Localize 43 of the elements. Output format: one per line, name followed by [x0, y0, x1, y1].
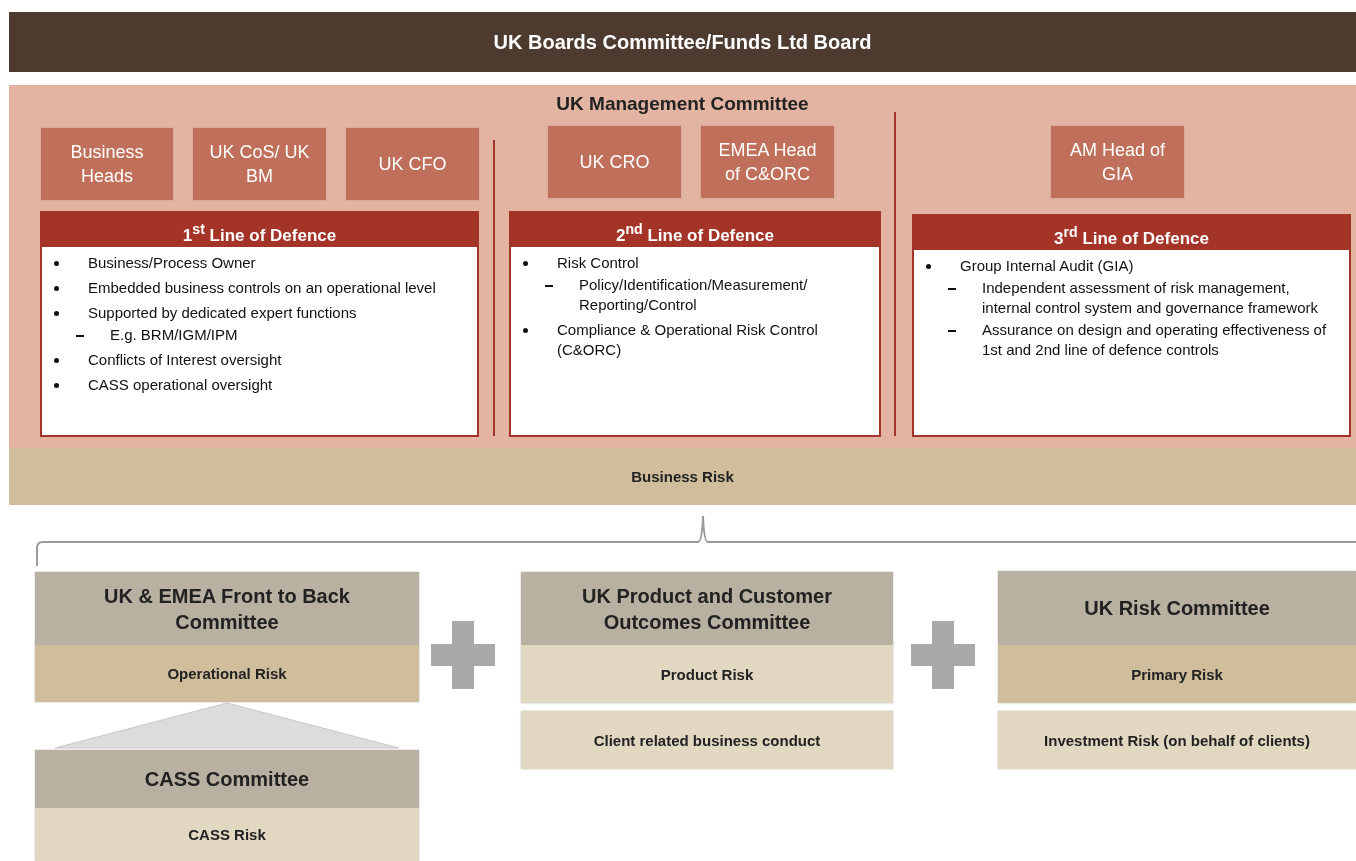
role-box: UK CFO	[346, 128, 479, 200]
committee-heading: UK & EMEA Front to Back Committee	[35, 572, 419, 645]
header-bar: UK Boards Committee/Funds Ltd Board	[9, 12, 1356, 72]
panel-heading: 2$^{nd}$ Line of Defence	[509, 211, 881, 247]
list-item: Embedded business controls on an operational level	[50, 278, 477, 298]
risk-label: Primary Risk	[1130, 664, 1224, 685]
panel-heading: 1$^{st}$ Line of Defence	[40, 211, 479, 247]
role-box: EMEA Head of C&ORC	[701, 126, 834, 198]
list-item: Risk Control	[519, 253, 879, 273]
role-box: UK CRO	[548, 126, 681, 198]
risk-label-box: Investment Risk (on behalf of clients)	[998, 711, 1356, 769]
list-item: Independent assessment of risk management, internal control system and governance framework	[944, 278, 1349, 318]
committee-card	[521, 572, 893, 703]
role-box: AM Head of GIA	[1051, 126, 1184, 198]
defence-panel	[509, 211, 881, 437]
committee-heading: UK Risk Committee	[998, 571, 1356, 645]
list-item: Policy/Identification/Measurement/ Reporting/Control	[541, 275, 879, 315]
risk-label: Product Risk	[659, 664, 755, 685]
committee-card	[998, 571, 1356, 703]
committee-heading: UK Product and Customer Outcomes Committee	[521, 572, 893, 645]
risk-band: Business Risk	[9, 448, 1356, 505]
committee-heading: CASS Committee	[35, 750, 419, 808]
chevron-arrow	[54, 702, 400, 749]
list-item: Business/Process Owner	[50, 253, 477, 273]
list-item: E.g. BRM/IGM/IPM	[72, 325, 477, 345]
list-item: Supported by dedicated expert functions	[50, 303, 477, 323]
committee-card	[35, 750, 419, 861]
list-item: Assurance on design and operating effectiveness of 1st and 2nd line of defence controls	[944, 320, 1349, 360]
risk-label: CASS Risk	[187, 825, 267, 845]
risk-label-box: Client related business conduct	[521, 711, 893, 769]
committee-card	[35, 572, 419, 702]
role-box: UK CoS/ UK BM	[193, 128, 326, 200]
panel-heading: 3$^{rd}$ Line of Defence	[912, 214, 1351, 250]
list-item: Group Internal Audit (GIA)	[922, 256, 1349, 276]
list-item: CASS operational oversight	[50, 375, 477, 395]
role-box: Business Heads	[41, 128, 173, 200]
list-item: Compliance & Operational Risk Control (C&ORC)	[519, 320, 879, 360]
committee-panel	[9, 85, 1356, 448]
list-item: Conflicts of Interest oversight	[50, 350, 477, 370]
risk-label: Operational Risk	[166, 664, 288, 684]
panel-title: UK Management Committee	[556, 93, 809, 115]
defence-panel	[40, 211, 479, 437]
defence-panel	[912, 214, 1351, 437]
